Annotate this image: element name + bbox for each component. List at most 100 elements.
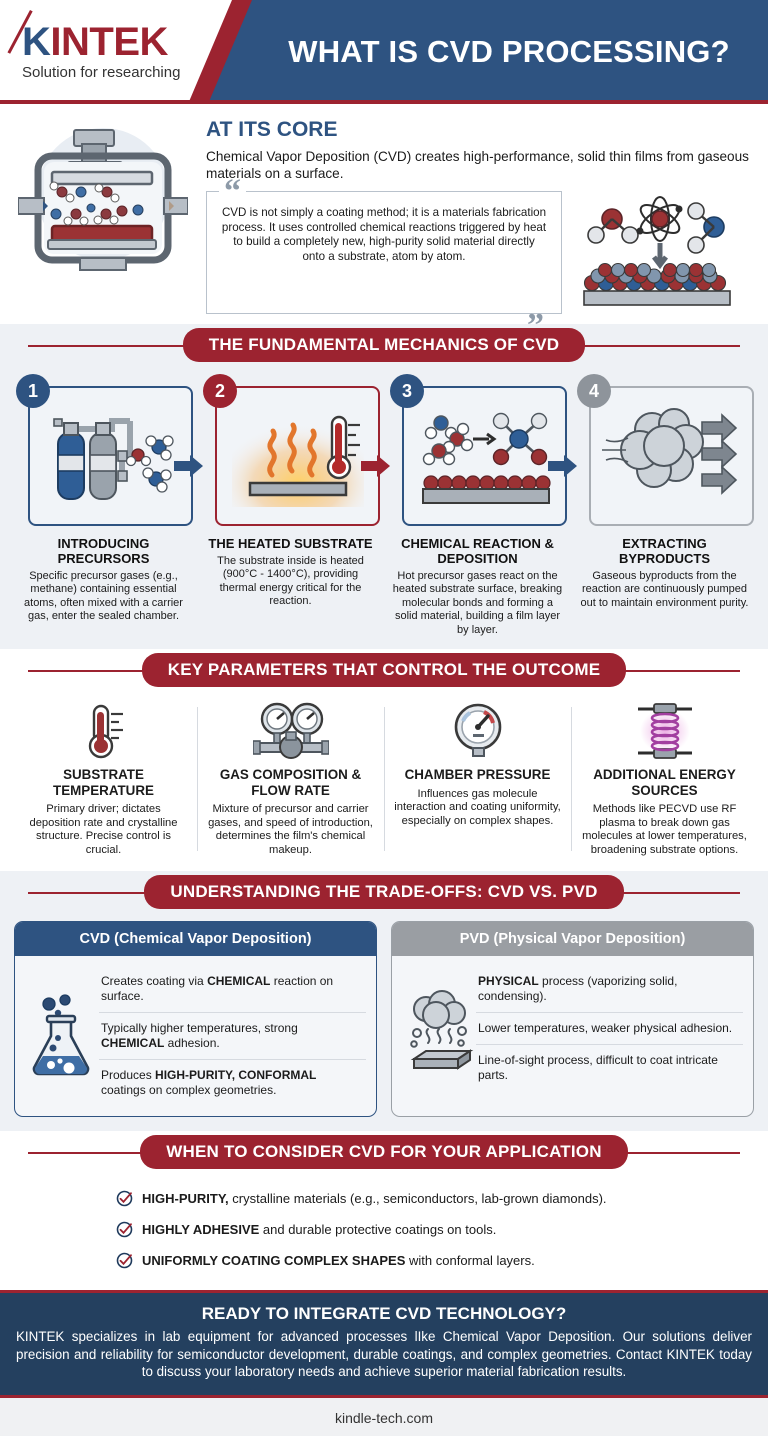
step-1: 1 <box>10 372 203 637</box>
quote-open-icon: “ <box>219 175 246 209</box>
footer-website[interactable]: kindle-tech.com <box>0 1397 768 1436</box>
parameters-ribbon-wrap: KEY PARAMETERS THAT CONTROL THE OUTCOME <box>0 649 768 691</box>
header-underline <box>0 100 768 104</box>
core-section: AT ITS CORE Chemical Vapor Deposition (C… <box>0 104 768 343</box>
pvd-item-3: Line-of-sight process, difficult to coat… <box>476 1044 743 1091</box>
step-3-arrow-icon <box>548 454 578 483</box>
check-circle-icon <box>116 1222 133 1238</box>
rf-plasma-coil-icon <box>581 701 748 761</box>
parameter-3-title: CHAMBER PRESSURE <box>404 767 551 783</box>
cvd-card: CVD (Chemical Vapor Deposition) <box>14 921 377 1118</box>
logo-wordmark: KINTEK <box>7 10 180 64</box>
step-1-box: 1 <box>16 374 203 526</box>
when-ribbon-wrap: WHEN TO CONSIDER CVD FOR YOUR APPLICATIO… <box>0 1131 768 1173</box>
page-title: WHAT IS CVD PROCESSING? <box>288 34 730 69</box>
pvd-item-2: Lower temperatures, weaker physical adhe… <box>476 1012 743 1044</box>
brand-logo[interactable]: KINTEK Solution for researching <box>7 10 181 81</box>
parameter-2-desc: Mixture of precursor and carrier gases, … <box>208 803 373 856</box>
checklist-item-1-bold: HIGH-PURITY, <box>142 1190 229 1206</box>
parameters-grid: SUBSTRATE TEMPERATURE Primary driver; di… <box>0 691 768 872</box>
step-3: 3 <box>384 372 577 637</box>
step-1-number: 1 <box>16 374 50 408</box>
logo-letters-rest: INTEK <box>50 20 168 64</box>
step-3-title: CHEMICAL REACTION & DEPOSITION <box>401 536 554 566</box>
cvd-item-1: Creates coating via CHEMICAL reaction on… <box>101 974 334 1004</box>
cvd-item-3: Produces HIGH-PURITY, CONFORMAL coatings… <box>99 1059 366 1106</box>
parameter-additional-energy: ADDITIONAL ENERGY SOURCES Methods like P… <box>571 701 758 857</box>
pvd-card-title: PVD (Physical Vapor Deposition) <box>392 922 753 957</box>
parameter-2-title: GAS COMPOSITION & FLOW RATE <box>219 767 362 798</box>
checklist-item-2-text: HIGHLY ADHESIVE and durable protective c… <box>142 1222 496 1238</box>
parameter-substrate-temperature: SUBSTRATE TEMPERATURE Primary driver; di… <box>10 701 197 857</box>
mechanics-ribbon-label: THE FUNDAMENTAL MECHANICS OF CVD <box>182 328 586 362</box>
step-3-number: 3 <box>390 374 424 408</box>
core-intro-text: Chemical Vapor Deposition (CVD) creates … <box>206 149 749 181</box>
cta-section: READY TO INTEGRATE CVD TECHNOLOGY? KINTE… <box>0 1290 768 1398</box>
gas-regulator-gauges-icon <box>207 701 374 761</box>
step-3-box: 3 <box>390 374 577 526</box>
step-4-desc: Gaseous byproducts from the reaction are… <box>580 570 749 609</box>
check-circle-icon <box>116 1253 133 1269</box>
when-checklist: HIGH-PURITY, crystalline materials (e.g.… <box>0 1173 768 1291</box>
core-quote-text: CVD is not simply a coating method; it i… <box>221 206 547 263</box>
step-1-desc: Specific precursor gases (e.g., methane)… <box>24 570 183 623</box>
checklist-item-2-bold: HIGHLY ADHESIVE <box>142 1221 260 1237</box>
parameter-1-desc: Primary driver; dictates deposition rate… <box>29 803 178 856</box>
cvd-feature-list: Creates coating via CHEMICAL reaction on… <box>99 966 366 1106</box>
parameter-chamber-pressure: CHAMBER PRESSURE Influences gas molecule… <box>384 701 571 857</box>
step-4-number: 4 <box>577 374 611 408</box>
step-3-desc: Hot precursor gases react on the heated … <box>392 570 563 636</box>
parameter-1-title: SUBSTRATE TEMPERATURE <box>53 767 154 798</box>
checklist-item-2: HIGHLY ADHESIVE and durable protective c… <box>0 1214 768 1245</box>
step-2-box: 2 <box>203 374 390 526</box>
chemical-reaction-icon <box>421 412 551 504</box>
core-heading: AT ITS CORE <box>206 118 338 141</box>
mechanics-ribbon-wrap: THE FUNDAMENTAL MECHANICS OF CVD <box>0 324 768 366</box>
pvd-card: PVD (Physical Vapor Deposition) <box>391 921 754 1118</box>
comparison-ribbon-wrap: UNDERSTANDING THE TRADE-OFFS: CVD VS. PV… <box>0 871 768 913</box>
gas-cylinders-icon <box>52 418 174 500</box>
page-header: KINTEK Solution for researching WHAT IS … <box>0 0 768 104</box>
pressure-gauge-icon <box>394 701 561 761</box>
cvd-item-2: Typically higher temperatures, strong CH… <box>99 1012 366 1059</box>
cta-title: READY TO INTEGRATE CVD TECHNOLOGY? <box>201 1304 567 1324</box>
step-2-title: THE HEATED SUBSTRATE <box>208 536 373 551</box>
step-2: 2 <box>197 372 390 637</box>
comparison-section: UNDERSTANDING THE TRADE-OFFS: CVD VS. PV… <box>0 871 768 1132</box>
vapor-cloud-substrate-icon <box>400 966 476 1091</box>
exhaust-cloud-icon <box>601 408 737 495</box>
reactor-illustration <box>17 118 196 314</box>
step-2-arrow-icon <box>361 454 391 483</box>
comparison-ribbon-label: UNDERSTANDING THE TRADE-OFFS: CVD VS. PV… <box>144 875 624 910</box>
mechanics-section: THE FUNDAMENTAL MECHANICS OF CVD 1 <box>0 324 768 650</box>
pvd-item-1: PHYSICAL process (vaporizing solid, cond… <box>478 974 678 1004</box>
checklist-item-3-rest: with conformal layers. <box>405 1252 535 1268</box>
thermometer-icon <box>20 701 187 761</box>
parameter-4-desc: Methods like PECVD use RF plasma to brea… <box>582 803 747 856</box>
checklist-item-3-text: UNIFORMLY COATING COMPLEX SHAPES with co… <box>142 1253 535 1269</box>
pvd-feature-list: PHYSICAL process (vaporizing solid, cond… <box>476 966 743 1091</box>
parameters-ribbon-label: KEY PARAMETERS THAT CONTROL THE OUTCOME <box>141 653 627 688</box>
check-circle-icon <box>116 1191 133 1207</box>
parameter-4-title: ADDITIONAL ENERGY SOURCES <box>593 767 736 798</box>
cta-text: KINTEK specializes in lab equipment for … <box>16 1329 752 1380</box>
parameter-gas-composition: GAS COMPOSITION & FLOW RATE Mixture of p… <box>197 701 384 857</box>
checklist-item-1-rest: crystalline materials (e.g., semiconduct… <box>228 1190 607 1206</box>
checklist-item-2-rest: and durable protective coatings on tools… <box>259 1221 497 1237</box>
header-logo-wedge <box>0 0 232 104</box>
checklist-item-1: HIGH-PURITY, crystalline materials (e.g.… <box>0 1183 768 1214</box>
when-section: WHEN TO CONSIDER CVD FOR YOUR APPLICATIO… <box>0 1131 768 1291</box>
logo-letter-k: K <box>22 20 51 64</box>
flask-icon <box>23 966 99 1106</box>
heated-substrate-icon <box>231 411 364 507</box>
comparison-cards: CVD (Chemical Vapor Deposition) <box>0 913 768 1131</box>
mechanics-steps: 1 <box>0 366 768 649</box>
step-4: 4 <box>571 372 758 637</box>
parameters-section: KEY PARAMETERS THAT CONTROL THE OUTCOME … <box>0 649 768 872</box>
step-4-box: 4 <box>577 374 754 526</box>
checklist-item-3: UNIFORMLY COATING COMPLEX SHAPES with co… <box>0 1245 768 1276</box>
checklist-item-1-text: HIGH-PURITY, crystalline materials (e.g.… <box>142 1191 607 1207</box>
logo-tagline: Solution for researching <box>22 64 181 81</box>
step-2-desc: The substrate inside is heated (900°C - … <box>217 555 364 608</box>
cvd-card-title: CVD (Chemical Vapor Deposition) <box>15 922 376 957</box>
